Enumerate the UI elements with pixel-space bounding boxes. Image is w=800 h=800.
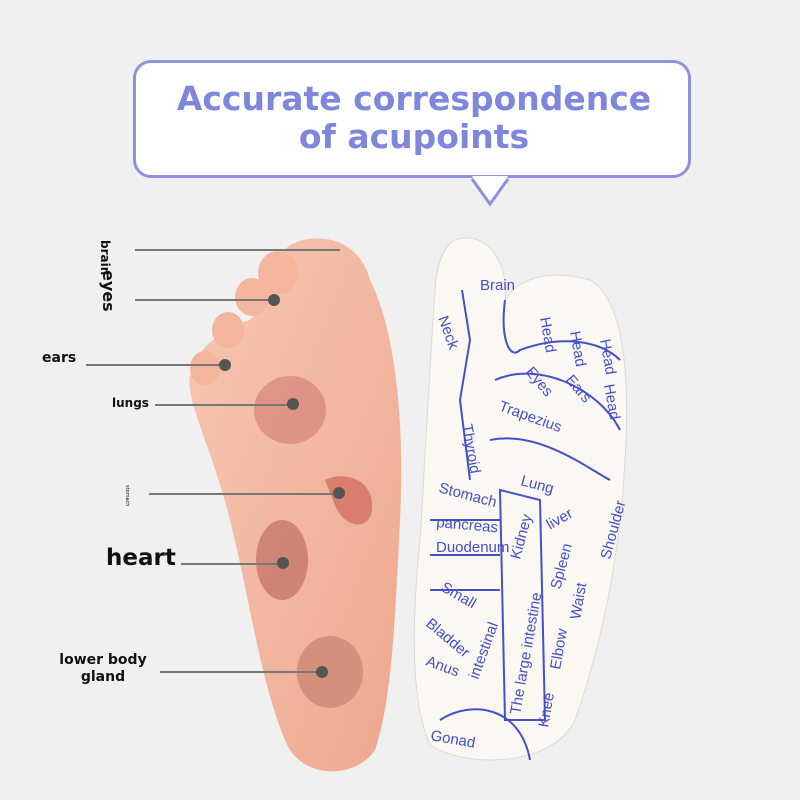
sock-head-1: Head — [536, 316, 559, 354]
brain-pointer-line — [135, 249, 340, 251]
lungs-pointer-line — [155, 404, 293, 406]
label-ears: ears — [42, 350, 77, 366]
speech-bubble — [133, 60, 691, 178]
banner-line-2: of acupoints — [298, 117, 530, 156]
heart-dot — [277, 557, 289, 569]
sock-knee: Knee — [535, 691, 558, 728]
ears-dot — [219, 359, 231, 371]
sock-duodenum: Duodenum — [436, 539, 509, 556]
sock-head-3: Head — [596, 338, 619, 376]
lower-body-pointer-line — [160, 671, 322, 673]
banner-line-1: Accurate correspondence — [176, 79, 652, 118]
sock-head-2: Head — [566, 330, 589, 368]
lungs-organ — [254, 376, 326, 444]
sock-head-4: Head — [600, 383, 623, 421]
sock-pancreas: pancreas — [436, 514, 499, 536]
sock-body — [413, 237, 628, 761]
label-lower-body-line2: gland — [80, 669, 126, 685]
lower-body-dot — [316, 666, 328, 678]
banner-title: Accurate correspondence of acupoints — [133, 80, 695, 156]
label-heart: heart — [106, 545, 176, 571]
label-lower-body: lower body gland — [50, 652, 156, 686]
sock-waist: Waist — [567, 581, 590, 621]
sock-elbow: Elbow — [547, 627, 571, 670]
sock-brain: Brain — [480, 277, 515, 294]
label-lower-body-line1: lower body — [59, 652, 147, 668]
lungs-dot — [287, 398, 299, 410]
ears-pointer-line — [86, 364, 226, 366]
stomach-dot — [333, 487, 345, 499]
foot-sole — [189, 238, 402, 772]
stomach-pointer-line — [149, 493, 339, 495]
intestine-organ — [297, 636, 363, 708]
eyes-pointer-line — [135, 299, 275, 301]
heart-pointer-line — [181, 563, 283, 565]
eyes-dot — [268, 294, 280, 306]
label-lungs: lungs — [112, 396, 149, 410]
